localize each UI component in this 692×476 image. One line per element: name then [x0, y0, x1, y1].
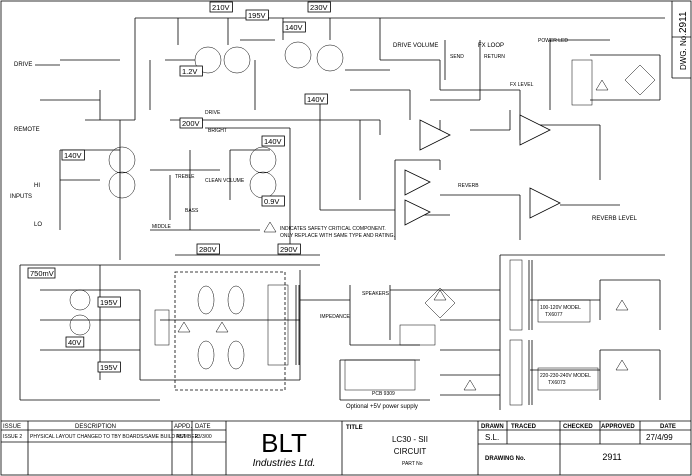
- voltage-label: 0.9V: [264, 197, 279, 206]
- bridges: [424, 64, 656, 319]
- header-description: DESCRIPTION: [75, 424, 116, 430]
- model-220-box: [537, 367, 599, 391]
- label-return: RETURN: [484, 54, 505, 60]
- label-speakers: SPEAKERS: [362, 291, 390, 297]
- label-send: SEND: [450, 54, 464, 60]
- voltage-box: [261, 195, 285, 207]
- voltage-label: 200V: [182, 119, 200, 128]
- row-description: PHYSICAL LAYOUT CHANGED TO TBY BOARDS/SA…: [30, 434, 199, 440]
- header-issue: ISSUE: [3, 424, 21, 430]
- traced-label: TRACED: [511, 424, 537, 430]
- company-sub: Industries Ltd.: [253, 458, 316, 469]
- title-value: LC30 - SII: [392, 435, 428, 444]
- date-value: 27/4/99: [646, 433, 673, 442]
- drawing-no-label: DRAWING No.: [485, 456, 526, 462]
- voltage-label: 1.2V: [182, 67, 197, 76]
- dwg-label: DWG. No.: [679, 34, 688, 70]
- voltage-box: [245, 9, 269, 21]
- voltage-label: 40V: [68, 338, 81, 347]
- label-fx-level: FX LEVEL: [510, 82, 534, 88]
- voltage-label: 140V: [285, 23, 303, 32]
- date-label: DATE: [660, 424, 676, 430]
- drawn-label: DRAWN: [481, 424, 504, 430]
- label-drive: DRIVE: [14, 62, 32, 68]
- label-optional-psu: Optional +5V power supply: [346, 404, 418, 410]
- model-100-label: 100-120V MODEL TX6077: [540, 305, 582, 318]
- label-impedance: IMPEDANCE: [320, 314, 350, 320]
- voltage-label: 210V: [212, 3, 230, 12]
- voltage-box: [65, 336, 85, 348]
- voltage-label: 280V: [199, 245, 217, 254]
- label-treble: TREBLE: [175, 174, 195, 180]
- label-hi: HI: [34, 183, 40, 189]
- voltage-label: 140V: [307, 95, 325, 104]
- row-date: 23/3/00: [195, 434, 212, 440]
- checked-label: CHECKED: [563, 424, 593, 430]
- voltage-box: [179, 117, 203, 129]
- label-inputs: INPUTS: [10, 194, 32, 200]
- row-appd: RST: [176, 434, 186, 440]
- wiring-top: [35, 17, 665, 260]
- voltage-label: 195V: [100, 363, 118, 372]
- voltage-box: [282, 21, 306, 33]
- model-220-label: 220-230-240V MODEL TX6073: [540, 373, 592, 386]
- header-appd: APPD.: [174, 424, 192, 430]
- voltage-label: 750mV: [30, 269, 54, 278]
- label-power-led: POWER LED: [538, 38, 568, 44]
- header-date: DATE: [195, 424, 211, 430]
- voltage-box: [196, 243, 220, 255]
- voltage-box: [209, 1, 233, 13]
- part-no-label: PART No: [402, 461, 423, 467]
- voltage-label: 290V: [280, 245, 298, 254]
- company-name: BLT: [261, 428, 307, 458]
- voltage-box: [179, 65, 203, 77]
- voltage-box: [97, 361, 121, 373]
- model-100-box: [537, 299, 591, 323]
- voltage-label: 140V: [64, 151, 82, 160]
- drawn-value: S.L.: [485, 433, 499, 442]
- voltage-label: 195V: [100, 298, 118, 307]
- dwg-number: 2911: [678, 11, 689, 33]
- warning-text: INDICATES SAFETY CRITICAL COMPONENT. ONL…: [280, 226, 395, 239]
- drawing-no-value: 2911: [602, 452, 621, 462]
- label-middle: MIDDLE: [152, 224, 172, 230]
- label-pcb: PCB 9309: [372, 391, 395, 397]
- label-bass: BASS: [185, 208, 199, 214]
- voltage-labels: 210V 230V 195V 140V 1.2V 140V 200V 140V 140V 0.9V…: [27, 1, 331, 373]
- approved-label: APPROVED: [601, 424, 635, 430]
- voltage-box: [97, 296, 121, 308]
- voltage-box: [61, 149, 85, 161]
- voltage-label: 195V: [248, 11, 266, 20]
- voltage-box: [261, 135, 285, 147]
- voltage-box: [307, 1, 331, 13]
- label-clean-volume: CLEAN VOLUME: [205, 178, 245, 184]
- wiring-bottom: [19, 254, 665, 410]
- voltage-box: [27, 267, 56, 279]
- label-drive-volume: DRIVE VOLUME: [393, 43, 438, 49]
- label-fx-loop: FX LOOP: [478, 43, 504, 49]
- output-stage-box: [174, 271, 286, 391]
- label-reverb: REVERB: [458, 183, 479, 189]
- warning-triangles: [177, 79, 629, 391]
- label-drive-switch: DRIVE: [205, 110, 221, 116]
- label-bright: BRIGHT: [208, 128, 227, 134]
- title-label: TITLE: [346, 425, 363, 431]
- transformers: [267, 259, 533, 406]
- voltage-label: 230V: [310, 3, 328, 12]
- regulators: [154, 59, 593, 391]
- op-amps: [404, 114, 561, 226]
- voltage-label: 140V: [264, 137, 282, 146]
- label-lo: LO: [34, 222, 42, 228]
- voltage-box: [304, 93, 328, 105]
- label-remote: REMOTE: [14, 127, 40, 133]
- title-block: [1, 420, 691, 475]
- row-issue: ISSUE 2: [3, 434, 22, 440]
- voltage-box: [277, 243, 301, 255]
- label-reverb-level: REVERB LEVEL: [592, 216, 638, 222]
- title-sub: CIRCUIT: [394, 447, 427, 456]
